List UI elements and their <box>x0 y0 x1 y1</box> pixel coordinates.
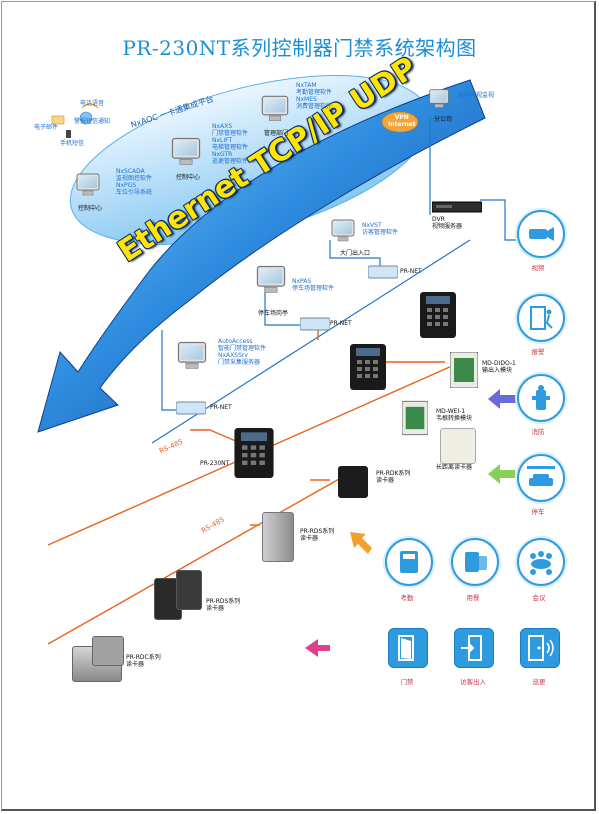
pc-access-server <box>177 341 207 369</box>
pr-rds2-label: PR-RDS系列 读卡器 <box>206 598 241 612</box>
pr-net-module-2 <box>300 317 330 331</box>
dvr-device <box>432 201 482 213</box>
camera-icon <box>529 227 554 241</box>
sms-alert-label: 警报短信通知 <box>74 118 111 125</box>
pr-net-module-3 <box>176 401 206 415</box>
parking-arrow <box>488 464 515 484</box>
globe-icon <box>79 111 93 125</box>
alarm-circle <box>517 294 565 342</box>
mgmt-dept-caption: 管理部门 <box>264 130 289 137</box>
dining-icon <box>465 552 487 572</box>
video-circle <box>517 210 565 258</box>
patrol-icon <box>528 635 554 661</box>
access-software-label: NxAXS 门禁管理软件 NxLIFT 电梯管理软件 NxGTR 巡更管理软件 <box>212 123 249 165</box>
pr-rdc-reader-b <box>92 636 124 666</box>
md-dido-module <box>450 352 478 388</box>
pr230nt-label: PR-230NT <box>200 460 230 467</box>
door-square <box>388 628 428 668</box>
gate-caption: 大门出入口 <box>340 250 371 257</box>
pr-net-module-1 <box>368 265 398 279</box>
mobile-icon <box>66 130 71 138</box>
fire-label: 消防 <box>531 428 545 436</box>
long-range-reader-label: 长距离读卡器 <box>436 464 473 471</box>
pr-rds-reader-2b <box>176 570 202 610</box>
video-label: 视频 <box>531 264 545 272</box>
ethernet-arrow <box>37 79 486 433</box>
scada-software-label: NxSCADA 监视图控软件 NxPGS 车位引导系统 <box>116 168 153 196</box>
pr-rds-reader <box>262 512 294 562</box>
pc-management-dept <box>261 95 289 121</box>
pc-control-center-access <box>171 137 201 165</box>
pc-parking <box>256 265 286 293</box>
pr-net-label-2: PR-NET <box>330 320 352 327</box>
parking-software-label: NxPAS 停车场管理软件 <box>292 278 335 292</box>
md-wei-module <box>402 400 428 436</box>
phone-signal-icon <box>81 103 99 109</box>
visitor-square <box>454 628 494 668</box>
access-server-software-label: AutoAccess 智能门禁管理软件 NxAXSSrv 门禁采集服务器 <box>218 338 267 366</box>
meeting-circle <box>517 538 565 586</box>
attendance-icon <box>400 551 418 573</box>
car-barrier-icon <box>527 466 555 486</box>
dvr-label: DVR 视频服务器 <box>432 216 463 230</box>
attendance-arrow <box>350 532 372 554</box>
pr-net-label-1: PR-NET <box>400 268 422 275</box>
pr-rdk-reader <box>338 466 368 498</box>
visitor-software-label: NxVST 访客管理软件 <box>362 222 399 236</box>
control-center2-caption: 控制中心 <box>176 174 201 181</box>
pr230nt-controller <box>234 428 274 478</box>
long-range-reader <box>440 428 476 464</box>
md-dido-label: MD-DIDO-1 输出入模块 <box>482 360 516 374</box>
patrol-label: 巡更 <box>532 678 546 686</box>
branch-software-label: 远程可视监视 <box>458 92 495 99</box>
parking-circle <box>517 454 565 502</box>
hydrant-icon <box>532 385 550 410</box>
pc-control-center-scada <box>76 173 100 196</box>
attendance-circle <box>385 538 433 586</box>
door-arrow <box>305 639 330 657</box>
mobile-sms-label: 手机短信 <box>60 140 85 147</box>
branch-caption: 分公司 <box>434 116 453 123</box>
pr-rdc-label: PR-RDC系列 读卡器 <box>126 654 161 668</box>
vpn-cloud-icon <box>381 111 419 133</box>
control-center-caption: 控制中心 <box>78 205 103 212</box>
alarm-arrow <box>488 389 520 409</box>
email-label: 电子邮件 <box>34 124 59 131</box>
keypad-controller-1 <box>420 292 456 338</box>
pc-gate <box>331 219 355 242</box>
mgmt-software-label: NxTAM 考勤管理软件 NxMES 消费管理软件 <box>296 82 333 110</box>
door-label: 门禁 <box>400 678 414 686</box>
page-title: PR-230NT系列控制器门禁系统架构图 <box>122 36 477 60</box>
dining-label: 用餐 <box>466 594 480 602</box>
attendance-label: 考勤 <box>400 594 414 602</box>
md-wei-label: MD-WEI-1 韦根转换模块 <box>436 408 473 422</box>
fire-circle <box>517 374 565 422</box>
parking-label: 停车 <box>531 508 545 516</box>
pr-rdk-label: PR-RDK系列 读卡器 <box>376 470 411 484</box>
visitor-icon <box>461 635 482 661</box>
phone-voice-label: 电话语音 <box>80 100 105 107</box>
email-icon <box>51 115 65 125</box>
parking-caption: 停车场岗亭 <box>258 310 289 317</box>
pc-branch <box>429 89 449 108</box>
meeting-icon <box>530 551 552 575</box>
alarm-label: 报警 <box>531 348 545 356</box>
visitor-label: 访客出入 <box>460 678 486 686</box>
dining-circle <box>451 538 499 586</box>
door-icon <box>398 635 414 661</box>
vpn-label: VPN Internet <box>388 114 416 128</box>
meeting-label: 会议 <box>532 594 546 602</box>
pr-rds-label: PR-RDS系列 读卡器 <box>300 528 335 542</box>
keypad-controller-2 <box>350 344 386 390</box>
pr-net-label-3: PR-NET <box>210 404 232 411</box>
patrol-square <box>520 628 560 668</box>
exit-door-icon <box>530 306 553 330</box>
